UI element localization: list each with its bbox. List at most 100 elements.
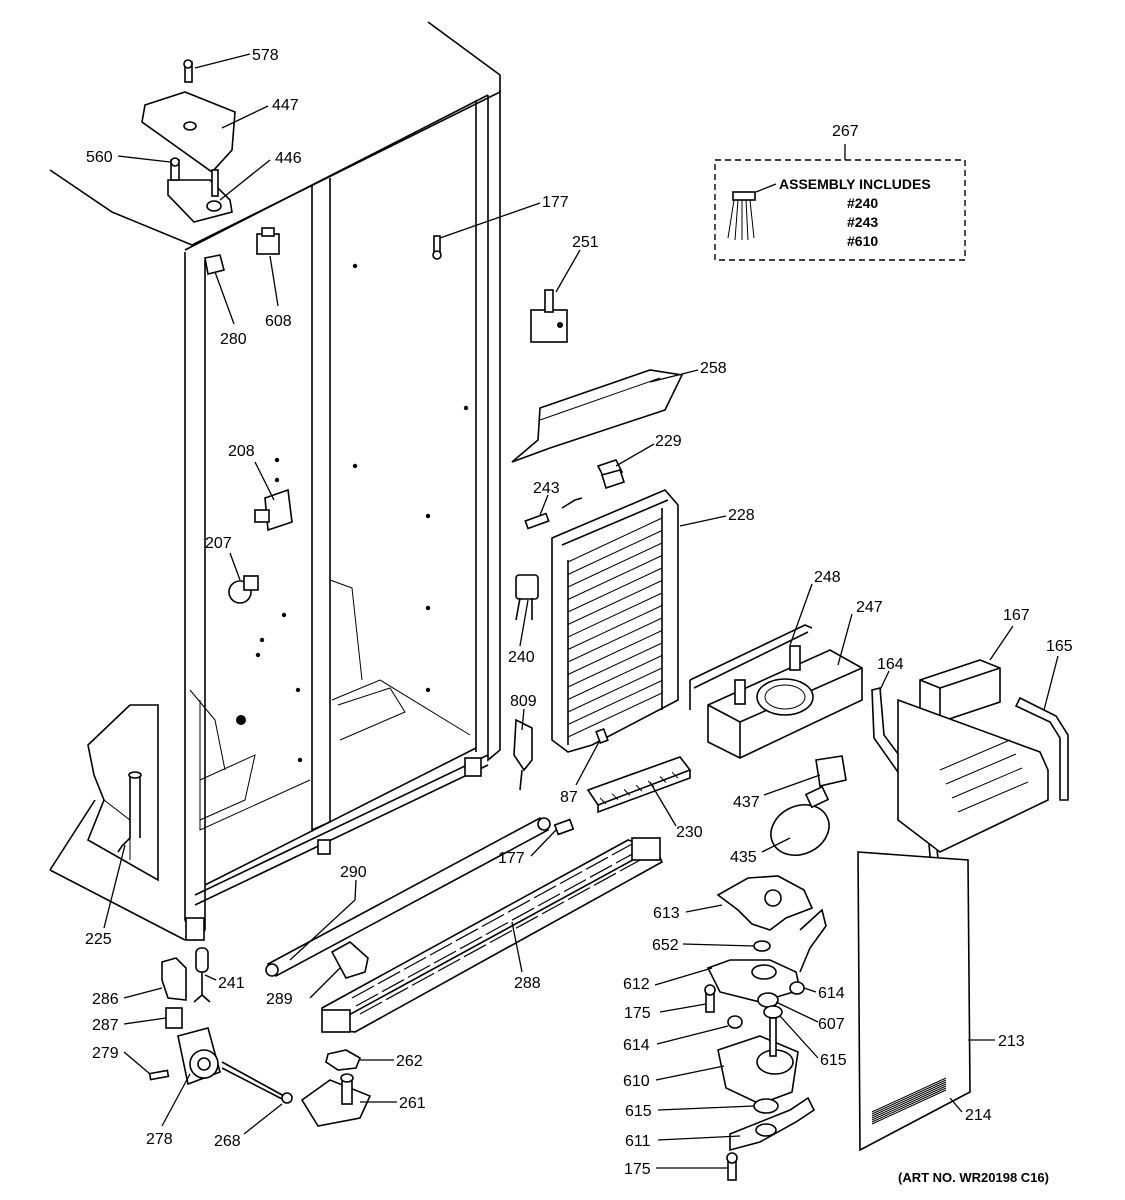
callout-610: 610: [623, 1073, 650, 1090]
callout-608: 608: [265, 313, 292, 330]
cover-vent-slot: [957, 781, 1029, 813]
grille-slot: [559, 871, 583, 885]
part-240-thermostat: [515, 574, 539, 621]
evaporator-fin: [567, 605, 663, 650]
evaporator-fin: [567, 542, 663, 588]
cover-vent-slot: [945, 753, 1017, 785]
part-611-bracket: [729, 1096, 816, 1152]
callout-229: 229: [655, 433, 682, 450]
callout-167: 167: [1003, 607, 1030, 624]
part-243-heater-pin: [524, 497, 583, 530]
evaporator-fin: [567, 530, 663, 575]
grille-slot: [459, 936, 483, 950]
grille-slot: [537, 893, 561, 907]
screw-175-b: [726, 1152, 738, 1181]
assembly-includes-box: 267 ASSEMBLY INCLUDES #240 #243 #610: [714, 123, 966, 261]
evaporator-fin: [567, 592, 663, 638]
grille-slot: [455, 928, 479, 942]
grille-slot: [541, 901, 565, 915]
assembly-item-3: #610: [847, 233, 878, 249]
grille-slot: [511, 907, 535, 921]
callout-175-b: 175: [624, 1161, 651, 1178]
part-262-bushing: [325, 1049, 362, 1071]
trough-rib: [659, 776, 667, 783]
grille-slot: [489, 929, 513, 944]
part-610-fan-motor: [717, 1017, 799, 1105]
callout-228: 228: [728, 507, 755, 524]
trough-rib: [611, 793, 619, 801]
callout-437: 437: [733, 794, 760, 811]
grille-slot: [407, 964, 431, 978]
part-208-switch: [254, 488, 293, 532]
part-280-tube: [204, 254, 225, 275]
part-435-bulb: [770, 785, 830, 856]
part-258-evap-cover: [511, 369, 684, 463]
liner-holes: [236, 263, 469, 763]
grille-slot: [481, 913, 505, 928]
callout-225: 225: [85, 931, 112, 948]
evaporator-fin: [567, 655, 663, 700]
part-251-thermistor: [530, 289, 568, 343]
grille-slot: [355, 993, 379, 1007]
part-213-back-panel: [857, 851, 971, 1152]
screw-177-top: [432, 235, 442, 260]
evaporator-fin: [567, 517, 663, 563]
part-615-grommet-b: [753, 1098, 779, 1114]
art-number: (ART NO. WR20198 C16): [898, 1170, 1049, 1185]
grille-slot: [359, 1001, 383, 1015]
panel-vent-slat: [871, 1077, 947, 1113]
grille-slot: [437, 958, 461, 972]
leader-lines: [103, 53, 1059, 1169]
screw-175-a: [704, 984, 716, 1013]
callout-214: 214: [965, 1107, 992, 1124]
grille-slot: [433, 950, 457, 964]
grille-slot: [619, 858, 643, 872]
evaporator-fin: [567, 692, 663, 738]
part-230-drain-trough: [586, 756, 692, 814]
part-287-bushing: [165, 1007, 183, 1029]
panel-vent-slat: [871, 1089, 947, 1125]
callout-652: 652: [652, 937, 679, 954]
callout-287: 287: [92, 1017, 119, 1034]
callout-289: 289: [266, 991, 293, 1008]
evaporator-fin: [567, 580, 663, 625]
callout-230: 230: [676, 824, 703, 841]
evaporator-fin: [567, 555, 663, 600]
evaporator-fin: [567, 567, 663, 613]
part-612-bracket: [706, 908, 827, 1003]
callout-243: 243: [533, 480, 560, 497]
grille-slot: [593, 872, 617, 886]
top-hinge-bracket: [167, 169, 233, 223]
grille-slot: [507, 899, 531, 913]
trough-rib: [671, 771, 679, 779]
callout-268: 268: [214, 1133, 241, 1150]
trough-rib: [635, 784, 643, 792]
callout-262: 262: [396, 1053, 423, 1070]
panel-vent-slat: [871, 1079, 947, 1115]
grille-slot: [533, 885, 557, 899]
evaporator-fins: [567, 517, 663, 738]
grille-slot: [585, 856, 609, 870]
part-229-clip: [596, 459, 626, 490]
callout-175-a: 175: [624, 1005, 651, 1022]
callout-208: 208: [228, 443, 255, 460]
callout-614-a: 614: [818, 985, 845, 1002]
callout-611: 611: [625, 1133, 651, 1150]
callout-613: 613: [653, 905, 680, 922]
grille-slot: [429, 942, 453, 956]
callout-279: 279: [92, 1045, 119, 1062]
trough-rib: [623, 789, 631, 796]
callout-251: 251: [572, 234, 599, 251]
callout-288: 288: [514, 975, 541, 992]
callout-435: 435: [730, 849, 757, 866]
callout-286: 286: [92, 991, 119, 1008]
callout-607: 607: [818, 1016, 845, 1033]
callout-578: 578: [252, 47, 279, 64]
part-607-spacer: [757, 992, 779, 1008]
panel-vent-slat: [871, 1081, 947, 1117]
callout-809: 809: [510, 693, 537, 710]
trough-rib: [599, 797, 607, 805]
callout-447: 447: [272, 97, 299, 114]
callout-207: 207: [205, 535, 232, 552]
